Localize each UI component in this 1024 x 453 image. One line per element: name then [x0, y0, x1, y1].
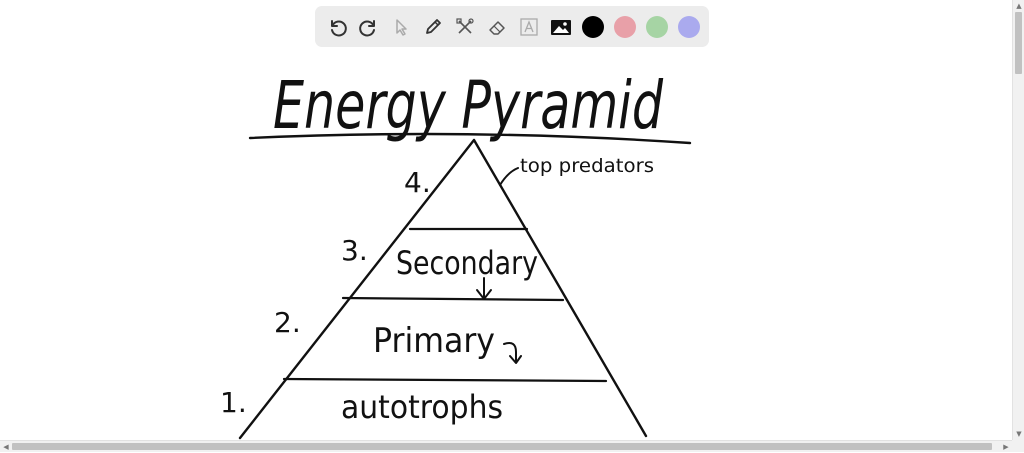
level-label-secondary: Secondary	[396, 244, 538, 282]
color-red-button[interactable]	[609, 11, 641, 43]
tools-icon	[456, 17, 474, 34]
pointer-button[interactable]	[385, 11, 417, 43]
text-button[interactable]	[513, 11, 545, 43]
color-green-button[interactable]	[641, 11, 673, 43]
horizontal-scroll-thumb[interactable]	[12, 443, 992, 450]
level-label-top-predators: top predators	[520, 155, 654, 177]
title-underline	[248, 132, 692, 145]
redo-button[interactable]	[353, 11, 385, 43]
pyramid-outline	[238, 138, 648, 440]
whiteboard-toolbar	[315, 6, 709, 47]
level-label-primary: Primary	[373, 321, 495, 361]
energy-arrow-secondary	[476, 277, 492, 300]
undo-button[interactable]	[321, 11, 353, 43]
energy-arrow-primary	[503, 342, 522, 364]
undo-icon	[331, 19, 347, 36]
horizontal-scrollbar[interactable]: ◀ ▶	[0, 440, 1012, 452]
scroll-right-arrow-icon[interactable]: ▶	[1003, 443, 1009, 451]
eraser-icon	[489, 20, 505, 35]
color-green-swatch	[646, 15, 668, 38]
pyramid-divider-bottom	[282, 377, 608, 383]
color-purple-button[interactable]	[673, 11, 705, 43]
pyramid-title: Energy Pyramid	[273, 67, 664, 144]
vertical-scroll-thumb[interactable]	[1015, 12, 1022, 74]
level-number-3: 3.	[341, 234, 368, 267]
tools-button[interactable]	[449, 11, 481, 43]
level-number-4: 4.	[404, 166, 431, 199]
scroll-up-arrow-icon[interactable]: ▲	[1016, 2, 1022, 10]
drawing-canvas[interactable]: Energy Pyramid 4. 3. 2. 1. top predators…	[0, 0, 1012, 440]
scrollbar-corner	[1012, 440, 1024, 452]
scroll-down-arrow-icon[interactable]: ▼	[1016, 430, 1022, 438]
top-predators-pointer	[499, 167, 519, 186]
pyramid-divider-middle	[341, 296, 565, 302]
pen-icon	[426, 18, 441, 34]
vertical-scrollbar[interactable]: ▲ ▼	[1012, 0, 1024, 440]
scroll-left-arrow-icon[interactable]: ◀	[3, 443, 9, 451]
pen-button[interactable]	[417, 11, 449, 43]
color-black-swatch	[582, 15, 604, 38]
level-label-autotrophs: autotrophs	[341, 388, 503, 426]
text-icon	[520, 17, 538, 36]
color-purple-swatch	[678, 15, 700, 38]
level-number-2: 2.	[274, 306, 301, 339]
image-icon	[551, 19, 571, 35]
eraser-button[interactable]	[481, 11, 513, 43]
redo-icon	[359, 19, 375, 36]
image-button[interactable]	[545, 11, 577, 43]
color-red-swatch	[614, 15, 636, 38]
color-black-button[interactable]	[577, 11, 609, 43]
level-number-1: 1.	[220, 386, 247, 419]
pointer-icon	[396, 18, 407, 36]
